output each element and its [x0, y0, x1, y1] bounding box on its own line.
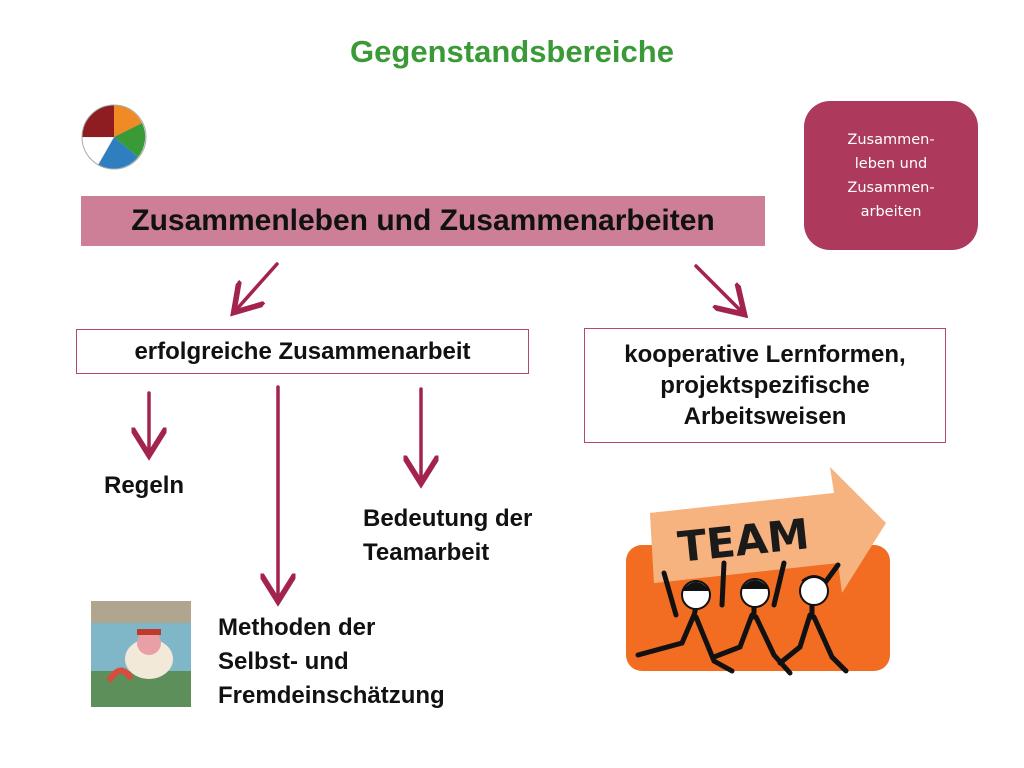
- branch-right-line: projektspezifische: [660, 372, 870, 399]
- leaf-methoden-line: Selbst- und: [218, 648, 349, 675]
- leaf-methoden: Methoden der Selbst- und Fremdeinschätzu…: [218, 611, 445, 713]
- leaf-bedeutung-line: Bedeutung der: [363, 505, 533, 532]
- branch-right-line: Arbeitsweisen: [683, 403, 847, 430]
- main-topic-box: Zusammenleben und Zusammenarbeiten: [81, 196, 765, 246]
- topic-badge: Zusammen- leben und Zusammen- arbeiten: [804, 101, 978, 250]
- team-illustration: TEAM: [624, 465, 892, 683]
- badge-line: leben und: [854, 155, 928, 172]
- branch-right-box: kooperative Lernformen, projektspezifisc…: [584, 328, 946, 443]
- branch-left-box: erfolgreiche Zusammenarbeit: [76, 329, 529, 374]
- badge-line: Zusammen-: [847, 131, 935, 148]
- cartoon-thumbnail: [91, 601, 191, 707]
- arrow-main-to-right: [694, 264, 742, 312]
- badge-line: arbeiten: [860, 203, 922, 220]
- leaf-methoden-line: Fremdeinschätzung: [218, 682, 445, 709]
- branch-right-line: kooperative Lernformen,: [624, 341, 906, 368]
- leaf-bedeutung-line: Teamarbeit: [363, 539, 490, 566]
- leaf-bedeutung: Bedeutung der Teamarbeit: [363, 502, 532, 570]
- leaf-regeln: Regeln: [104, 472, 185, 499]
- leaf-methoden-line: Methoden der: [218, 614, 376, 641]
- pie-logo: [80, 103, 148, 171]
- arrow-main-to-left: [236, 262, 279, 310]
- page-title: Gegenstandsbereiche: [350, 34, 674, 69]
- badge-line: Zusammen-: [847, 179, 935, 196]
